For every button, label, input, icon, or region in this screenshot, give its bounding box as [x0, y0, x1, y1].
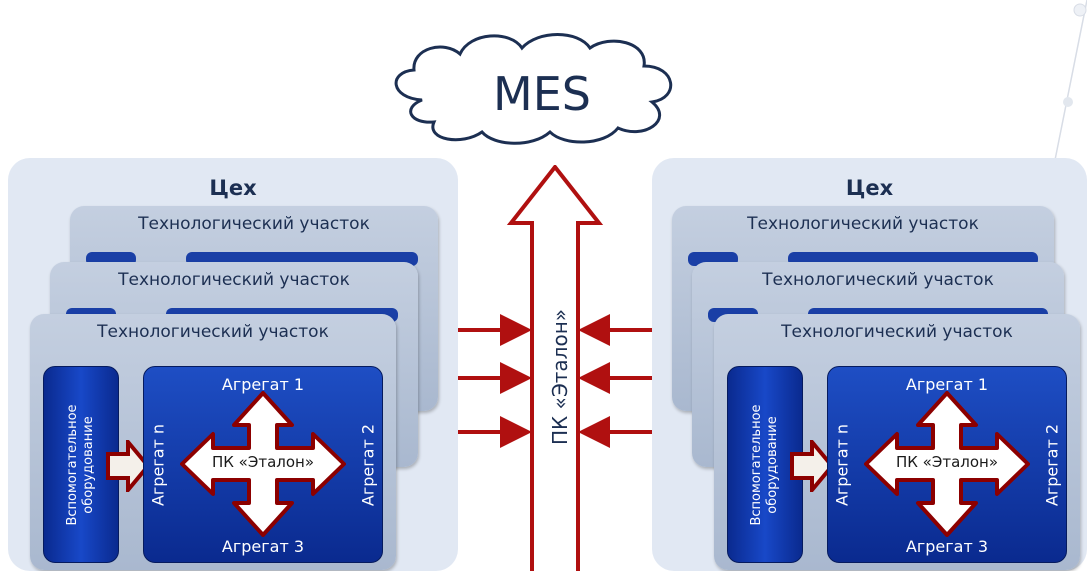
- mes-label: MES: [493, 67, 591, 121]
- sector-title: Технологический участок: [97, 322, 329, 342]
- sector-front: Технологический участок Вспомогательное …: [30, 314, 396, 570]
- aggregate-1-label: Агрегат 1: [905, 375, 989, 394]
- sector-title: Технологический участок: [747, 214, 979, 234]
- pk-etalon-label: ПК «Эталон»: [895, 453, 999, 471]
- decorative-corner-line: [1054, 0, 1087, 160]
- sector-title: Технологический участок: [118, 270, 350, 290]
- sector-title: Технологический участок: [762, 270, 994, 290]
- mes-cloud: MES: [394, 33, 672, 145]
- aux-flow-arrow: [790, 440, 834, 492]
- auxiliary-equipment-label: Вспомогательное оборудование: [65, 403, 96, 526]
- shop-right: Цех Технологический участок Технологичес…: [652, 158, 1087, 571]
- central-label: ПК «Эталон»: [548, 309, 572, 445]
- shop-title: Цех: [845, 176, 894, 200]
- sector-front: Технологический участок Вспомогательное …: [714, 314, 1080, 570]
- sector-title: Технологический участок: [138, 214, 370, 234]
- aggregate-3-label: Агрегат 3: [905, 537, 989, 556]
- shop-title: Цех: [209, 176, 257, 200]
- auxiliary-equipment-label: Вспомогательное оборудование: [749, 403, 780, 526]
- aux-flow-arrow: [106, 440, 150, 492]
- aggregates-block: Агрегат 1 Агрегат 3 Агрегат n Агрегат 2 …: [143, 366, 383, 563]
- four-way-arrow: [864, 391, 1030, 537]
- central-arrow: ПК «Эталон»: [506, 165, 604, 571]
- aggregate-1-label: Агрегат 1: [221, 375, 305, 394]
- aggregate-3-label: Агрегат 3: [221, 537, 305, 556]
- aggregates-block: Агрегат 1 Агрегат 3 Агрегат n Агрегат 2 …: [827, 366, 1067, 563]
- pk-etalon-label: ПК «Эталон»: [211, 453, 315, 471]
- four-way-arrow: [180, 391, 346, 537]
- sector-title: Технологический участок: [781, 322, 1013, 342]
- shop-left: Цех Технологический участок Технологичес…: [8, 158, 458, 571]
